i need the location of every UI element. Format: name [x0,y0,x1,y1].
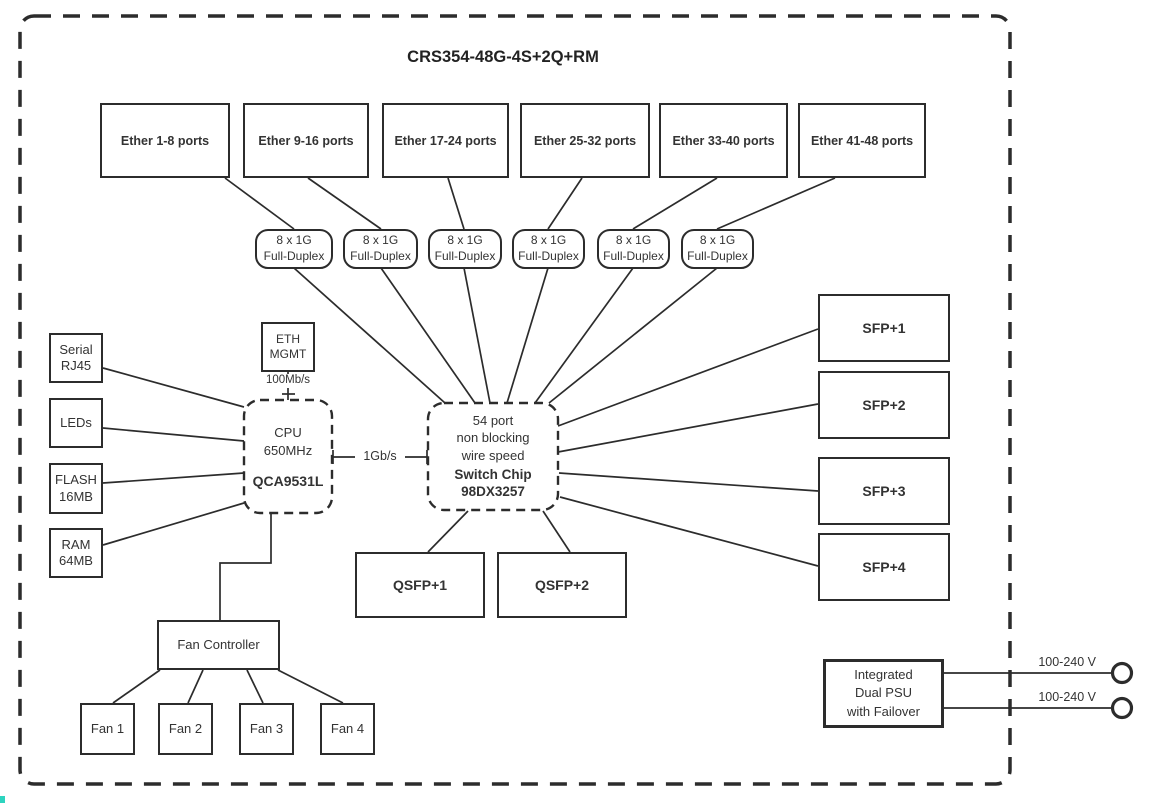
node-sfp-2: SFP+2 [818,371,950,439]
node-label: ETH MGMT [269,332,307,361]
ether-to-phy-lines [224,177,836,230]
ac-inlet-2-icon [1110,696,1134,720]
fan-controller-to-fan-lines [112,669,344,704]
diagram-title: CRS354-48G-4S+2Q+RM [407,48,599,66]
node-label: Integrated Dual PSU with Failover [847,667,920,719]
node-fan-1: Fan 1 [80,703,135,755]
node-ether-1-8: Ether 1-8 ports [100,103,230,178]
node-ram: RAM 64MB [49,528,103,578]
node-phy-group-1: 8 x 1G Full-Duplex [255,229,333,269]
node-ether-33-40: Ether 33-40 ports [659,103,788,178]
psu-voltage-label-2: 100-240 V [1038,690,1096,704]
node-label: 8 x 1G Full-Duplex [518,233,579,263]
node-label: Fan 1 [90,720,125,736]
node-label: Ether 33-40 ports [672,133,775,148]
node-qsfp-2: QSFP+2 [497,552,627,618]
node-label: Fan 2 [168,720,203,736]
node-fan-4: Fan 4 [320,703,375,755]
watermark-artifact [0,796,5,803]
node-label: Ether 9-16 ports [258,133,354,148]
node-label: LEDs [60,414,92,430]
node-phy-group-5: 8 x 1G Full-Duplex [597,229,670,269]
node-fan-2: Fan 2 [158,703,213,755]
node-psu: Integrated Dual PSU with Failover [823,659,944,728]
node-switch-chip: 54 port non blocking wire speed Switch C… [428,403,558,510]
switch-description: 54 port non blocking wire speed [456,413,530,463]
cpu-to-fan-controller-line [219,513,272,620]
node-phy-group-4: 8 x 1G Full-Duplex [512,229,585,269]
switch-to-sfp-lines [557,328,819,567]
node-label: Serial RJ45 [59,341,93,373]
node-label: 8 x 1G Full-Duplex [603,233,664,263]
node-phy-group-6: 8 x 1G Full-Duplex [681,229,754,269]
node-sfp-3: SFP+3 [818,457,950,525]
node-label: Ether 25-32 ports [533,133,637,148]
node-label: QSFP+1 [392,577,448,593]
node-ether-41-48: Ether 41-48 ports [798,103,926,178]
node-label: Ether 1-8 ports [120,133,210,148]
node-label: 8 x 1G Full-Duplex [263,233,325,263]
node-label: Ether 41-48 ports [810,133,914,148]
node-phy-group-2: 8 x 1G Full-Duplex [343,229,418,269]
node-label: 8 x 1G Full-Duplex [434,233,496,263]
node-label: RAM 64MB [59,536,93,568]
node-flash: FLASH 16MB [49,463,103,514]
node-label: Fan 4 [330,720,365,736]
cpu-description: CPU 650MHz [263,424,313,458]
node-label: 8 x 1G Full-Duplex [687,233,748,263]
node-sfp-1: SFP+1 [818,294,950,362]
switch-to-qsfp-lines [427,510,571,553]
node-sfp-4: SFP+4 [818,533,950,601]
ac-inlet-1-icon [1110,661,1134,685]
node-serial-rj45: Serial RJ45 [49,333,103,383]
node-label: Ether 17-24 ports [394,133,497,148]
psu-voltage-label-1: 100-240 V [1038,655,1096,669]
node-qsfp-1: QSFP+1 [355,552,485,618]
node-fan-3: Fan 3 [239,703,294,755]
node-eth-mgmt: ETH MGMT [261,322,315,372]
node-label: Fan Controller [177,636,260,652]
node-ether-25-32: Ether 25-32 ports [520,103,650,178]
node-label: FLASH 16MB [55,472,97,504]
phy-to-switch-lines [293,267,718,404]
node-label: QSFP+2 [534,577,590,593]
node-label: SFP+4 [862,559,906,575]
switch-chip-name: Switch Chip 98DX3257 [454,466,532,500]
node-fan-controller: Fan Controller [157,620,280,670]
node-phy-group-3: 8 x 1G Full-Duplex [428,229,502,269]
label-100mbs: 100Mb/s [260,374,316,388]
peripheral-to-cpu-lines [102,367,245,546]
node-ether-17-24: Ether 17-24 ports [382,103,509,178]
node-label: SFP+1 [862,320,906,336]
cpu-chip-name: QCA9531L [252,473,324,490]
label-1gbs: 1Gb/s [355,449,405,464]
node-leds: LEDs [49,398,103,448]
node-label: SFP+3 [862,483,906,499]
node-ether-9-16: Ether 9-16 ports [243,103,369,178]
node-label: SFP+2 [862,397,906,413]
node-label: Fan 3 [249,720,284,736]
node-cpu: CPU 650MHz QCA9531L [244,400,332,513]
node-label: 8 x 1G Full-Duplex [350,233,411,263]
